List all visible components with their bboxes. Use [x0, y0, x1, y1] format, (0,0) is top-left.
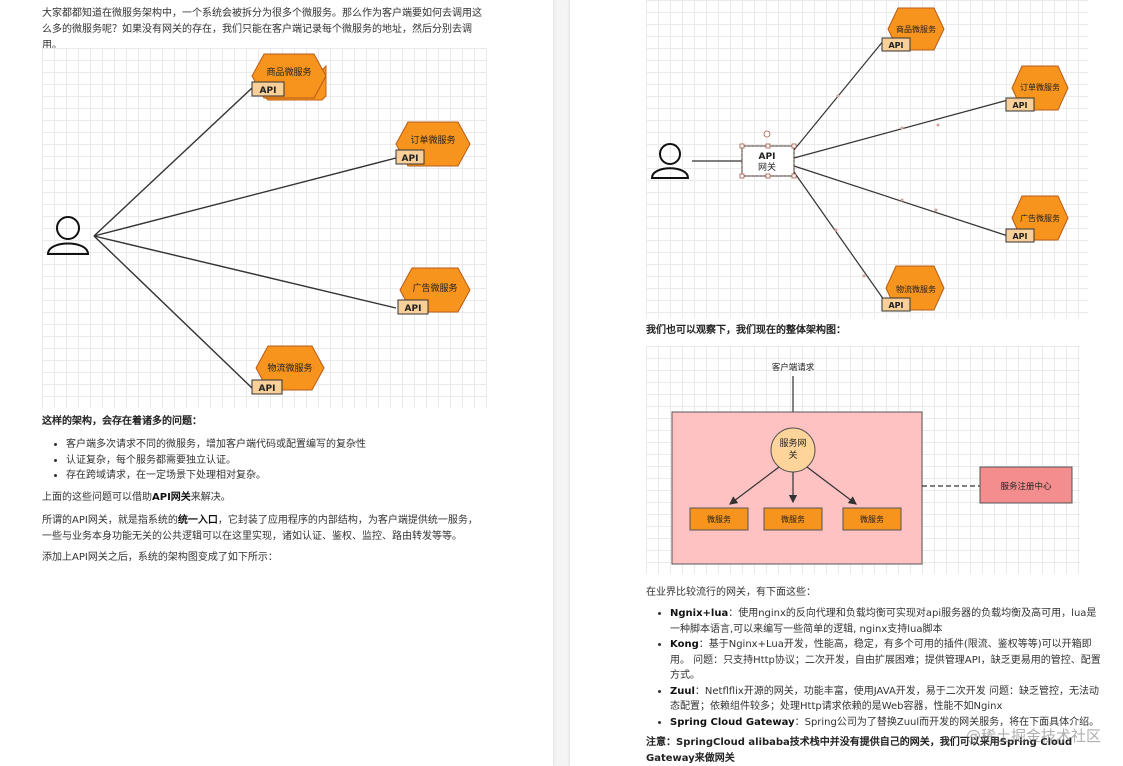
no-gateway-diagram: 商品微服务 API 订单微服务 API 广告微服务 API 物流微服务: [42, 48, 487, 408]
gateway-list: Ngnix+lua：使用nginx的反向代理和负载均衡可实现对api服务器的负载…: [648, 606, 1106, 730]
gateway-label-line1: 服务网: [779, 437, 806, 449]
api-label: API: [259, 384, 276, 394]
microservice-label: 微服务: [860, 514, 884, 524]
api-gateway-box: API 网关: [739, 130, 797, 179]
gateway-label-line1: API: [759, 152, 776, 162]
gateway-item-spring-cloud-gateway: Spring Cloud Gateway：Spring公司为了替换Zuul而开发…: [670, 715, 1106, 731]
microservice-box-1: 微服务: [689, 507, 749, 531]
gateway-diagram-svg: API 网关 商品微服务 API 订单微服务 API 广告微服务 API: [650, 7, 1069, 312]
microservice-label: 微服务: [707, 514, 731, 524]
after-gateway-paragraph: 添加上API网关之后，系统的架构图变成了如下所示：: [42, 552, 278, 563]
api-label: API: [888, 301, 903, 310]
api-label: API: [1012, 232, 1027, 241]
service-node-ads: 广告微服务 API: [397, 267, 471, 315]
service-label: 广告微服务: [1020, 213, 1060, 223]
api-label: API: [888, 41, 903, 50]
left-page: 大家都都知道在微服务架构中，一个系统会被拆分为很多个微服务。那么作为客户端要如何…: [0, 0, 553, 766]
service-node-ads: 广告微服务 API: [1005, 195, 1069, 243]
service-label: 物流微服务: [896, 284, 936, 294]
service-node-logistics: 物流微服务 API: [881, 265, 945, 312]
service-label: 物流微服务: [267, 362, 312, 374]
user-icon: [46, 216, 90, 255]
user-icon: [650, 143, 690, 179]
service-label: 商品微服务: [266, 66, 311, 78]
right-page: API 网关 商品微服务 API 订单微服务 API 广告微服务 API: [570, 0, 1123, 766]
service-label: 订单微服务: [410, 134, 455, 146]
registry-label: 服务注册中心: [1000, 481, 1052, 492]
overall-architecture-heading: 我们也可以观察下，我们现在的整体架构图：: [646, 325, 846, 336]
api-label: API: [1012, 101, 1027, 110]
microservice-box-2: 微服务: [763, 507, 823, 531]
gateway-label-line2: 关: [788, 449, 797, 461]
api-label: API: [402, 154, 419, 164]
service-node-goods: 商品微服务 API: [881, 7, 945, 52]
client-request-label: 客户端请求: [772, 362, 815, 373]
gateway-item-nginx-lua: Ngnix+lua：使用nginx的反向代理和负载均衡可实现对api服务器的负载…: [670, 606, 1106, 637]
service-node-logistics: 物流微服务 API: [251, 345, 325, 395]
service-node-order: 订单微服务 API: [395, 121, 471, 167]
list-item: 存在跨域请求，在一定场景下处理相对复杂。: [66, 468, 506, 484]
api-label: API: [405, 304, 422, 314]
problems-list: 客户端多次请求不同的微服务，增加客户端代码或配置编写的复杂性 认证复杂，每个服务…: [44, 437, 506, 484]
gateway-item-kong: Kong：基于Nginx+Lua开发，性能高，稳定，有多个可用的插件(限流、鉴权…: [670, 637, 1106, 684]
list-item: 客户端多次请求不同的微服务，增加客户端代码或配置编写的复杂性: [66, 437, 506, 453]
gateway-label-line2: 网关: [758, 161, 776, 173]
no-gateway-diagram-svg: 商品微服务 API 订单微服务 API 广告微服务 API 物流微服务: [46, 53, 471, 395]
microservice-label: 微服务: [781, 514, 805, 524]
service-label: 广告微服务: [412, 282, 457, 294]
service-node-goods: 商品微服务 API: [251, 53, 327, 101]
watermark-text: @稀土掘金技术社区: [965, 727, 1101, 745]
problems-heading: 这样的架构，会存在着诸多的问题：: [42, 416, 202, 427]
overall-architecture-diagram: 客户端请求 服务网 关 微服务 微服务: [646, 346, 1080, 574]
popular-gateways-intro: 在业界比较流行的网关，有下面这些：: [646, 587, 816, 598]
solve-paragraph: 上面的这些问题可以借助API网关来解决。: [42, 492, 231, 503]
intro-paragraph: 大家都都知道在微服务架构中，一个系统会被拆分为很多个微服务。那么作为客户端要如何…: [42, 8, 482, 51]
gateway-diagram: API 网关 商品微服务 API 订单微服务 API 广告微服务 API: [646, 0, 1088, 318]
note-paragraph: 注意：SpringCloud alibaba技术栈中并没有提供自己的网关，我们可…: [646, 737, 1073, 764]
gateway-item-zuul: Zuul：Netflflix开源的网关，功能丰富，使用JAVA开发，易于二次开发…: [670, 684, 1106, 715]
list-item: 认证复杂，每个服务都需要独立认证。: [66, 453, 506, 469]
microservice-box-3: 微服务: [842, 507, 902, 531]
gateway-definition-paragraph: 所谓的API网关，就是指系统的统一入口，它封装了应用程序的内部结构，为客户端提供…: [42, 515, 478, 542]
api-label: API: [260, 86, 277, 96]
service-node-order: 订单微服务 API: [1005, 65, 1069, 112]
overall-architecture-svg: 客户端请求 服务网 关 微服务 微服务: [671, 362, 1073, 565]
service-label: 订单微服务: [1020, 82, 1060, 92]
service-label: 商品微服务: [896, 24, 936, 34]
registry-center-node: 服务注册中心: [979, 466, 1073, 504]
service-gateway-node: 服务网 关: [770, 427, 816, 473]
